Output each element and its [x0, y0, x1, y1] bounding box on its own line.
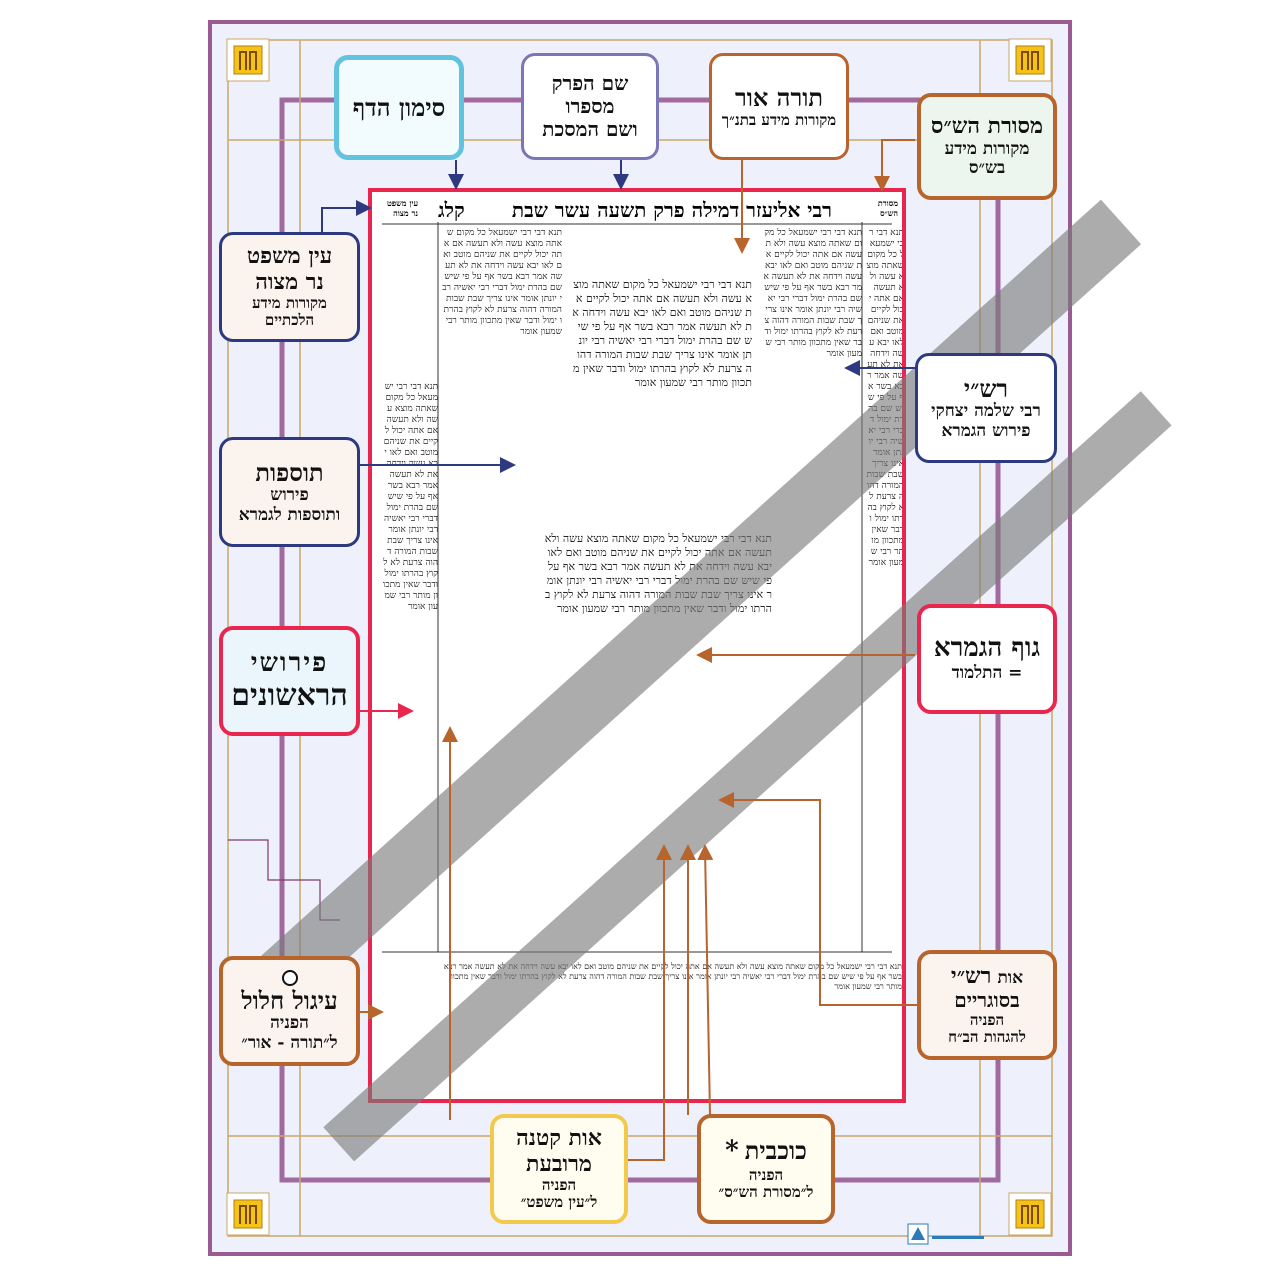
label-ot-rashi-prefix: אות	[997, 967, 1024, 988]
publisher-logo-icon	[907, 1223, 984, 1245]
label-ot-rashi-title: בסוגריים	[954, 987, 1020, 1012]
label-guf-title: גוף הגמרא	[933, 633, 1041, 664]
label-shem-haperek-line3: ושם המסכת	[542, 117, 638, 141]
label-ot-ktana-sub1: הפניה	[541, 1176, 577, 1195]
label-kochavit-title: כוכבית	[744, 1135, 807, 1165]
label-torah-or-title: תורה אור	[734, 83, 824, 113]
label-kochavit-sub1: הפניה	[748, 1165, 784, 1184]
label-ot-ktana-title2: מרובעת	[526, 1150, 592, 1177]
label-rashi-title: רש״י	[963, 373, 1009, 403]
label-torah-or-sub: מקורות מידע בתנ״ך	[721, 110, 837, 129]
label-ein-mishpat-sub2: הלכתיים	[264, 311, 315, 330]
label-ot-rashi-letters: רש״י	[950, 962, 992, 989]
label-ot-rashi-sub1: הפניה	[969, 1010, 1005, 1029]
label-kochavit-sub2: ל״מסורת הש״ס״	[718, 1182, 814, 1201]
label-rashi-sub2: פירוש הגמרא	[941, 420, 1031, 441]
label-rishonim-line2: הראשונים	[231, 677, 348, 713]
corner-ornament-icon	[226, 1192, 270, 1236]
label-masoret-sub1: מקורות מידע	[944, 138, 1030, 159]
label-ot-ktana: אות קטנה מרובעת הפניה ל״עין משפט״	[490, 1114, 628, 1224]
label-rishonim-line1: פירושי	[250, 647, 329, 678]
label-ot-ktana-sub2: ל״עין משפט״	[520, 1193, 598, 1212]
label-kochavit: כוכבית * הפניה ל״מסורת הש״ס״	[697, 1114, 835, 1224]
label-shem-haperek-line2: מספרו	[565, 94, 615, 118]
label-ein-mishpat: עין משפט נר מצוה מקורות מידע הלכתיים	[219, 232, 360, 342]
label-guf-sub: = התלמוד	[951, 663, 1023, 684]
label-rashi: רש״י רבי שלמה יצחקי פירוש הגמרא	[915, 353, 1057, 463]
label-ot-ktana-title1: אות קטנה	[516, 1125, 602, 1152]
label-masoret-hashas: מסורת הש״ס מקורות מידע בש״ס	[917, 93, 1057, 200]
label-tosafot-sub2: ותוספות לגמרא	[238, 504, 341, 525]
corner-ornament-icon	[1008, 38, 1052, 82]
label-simon-hadaf-title: סימון הדף	[352, 92, 446, 122]
label-ein-mishpat-sub1: מקורות מידע	[252, 294, 327, 313]
label-ein-mishpat-title1: עין משפט	[246, 243, 333, 270]
label-tosafot: תוספות פירוש ותוספות לגמרא	[219, 437, 360, 547]
label-masoret-title: מסורת הש״ס	[930, 113, 1044, 140]
label-pirushei-harishonim: פירושי הראשונים	[219, 626, 360, 736]
label-igul-sub1: הפניה	[270, 1013, 309, 1034]
label-ot-rashi-sub2: להגהות הב״ח	[948, 1028, 1026, 1047]
label-tosafot-title: תוספות	[255, 457, 324, 487]
label-rashi-sub1: רבי שלמה יצחקי	[931, 401, 1041, 422]
label-igul-chalul: עיגול חלול הפניה ל״תורה - אור״	[219, 956, 360, 1066]
label-igul-title: עיגול חלול	[241, 985, 338, 1015]
corner-ornament-icon	[1008, 1192, 1052, 1236]
label-ein-mishpat-title2: נר מצוה	[255, 268, 324, 295]
label-simon-hadaf: סימון הדף	[334, 55, 464, 160]
label-masoret-sub2: בש״ס	[968, 158, 1006, 179]
label-torah-or: תורה אור מקורות מידע בתנ״ך	[709, 53, 849, 160]
corner-ornament-icon	[226, 38, 270, 82]
label-tosafot-sub1: פירוש	[270, 485, 309, 506]
label-shem-haperek-line1: שם הפרק	[551, 71, 629, 95]
label-igul-sub2: ל״תורה - אור״	[241, 1032, 338, 1053]
asterisk-icon: *	[725, 1135, 739, 1166]
label-guf-hagemara: גוף הגמרא = התלמוד	[917, 604, 1057, 714]
label-ot-rashi: אות רש״י בסוגריים הפניה להגהות הב״ח	[917, 950, 1057, 1060]
hollow-circle-icon	[281, 969, 298, 986]
label-shem-haperek: שם הפרק מספרו ושם המסכת	[521, 53, 659, 160]
